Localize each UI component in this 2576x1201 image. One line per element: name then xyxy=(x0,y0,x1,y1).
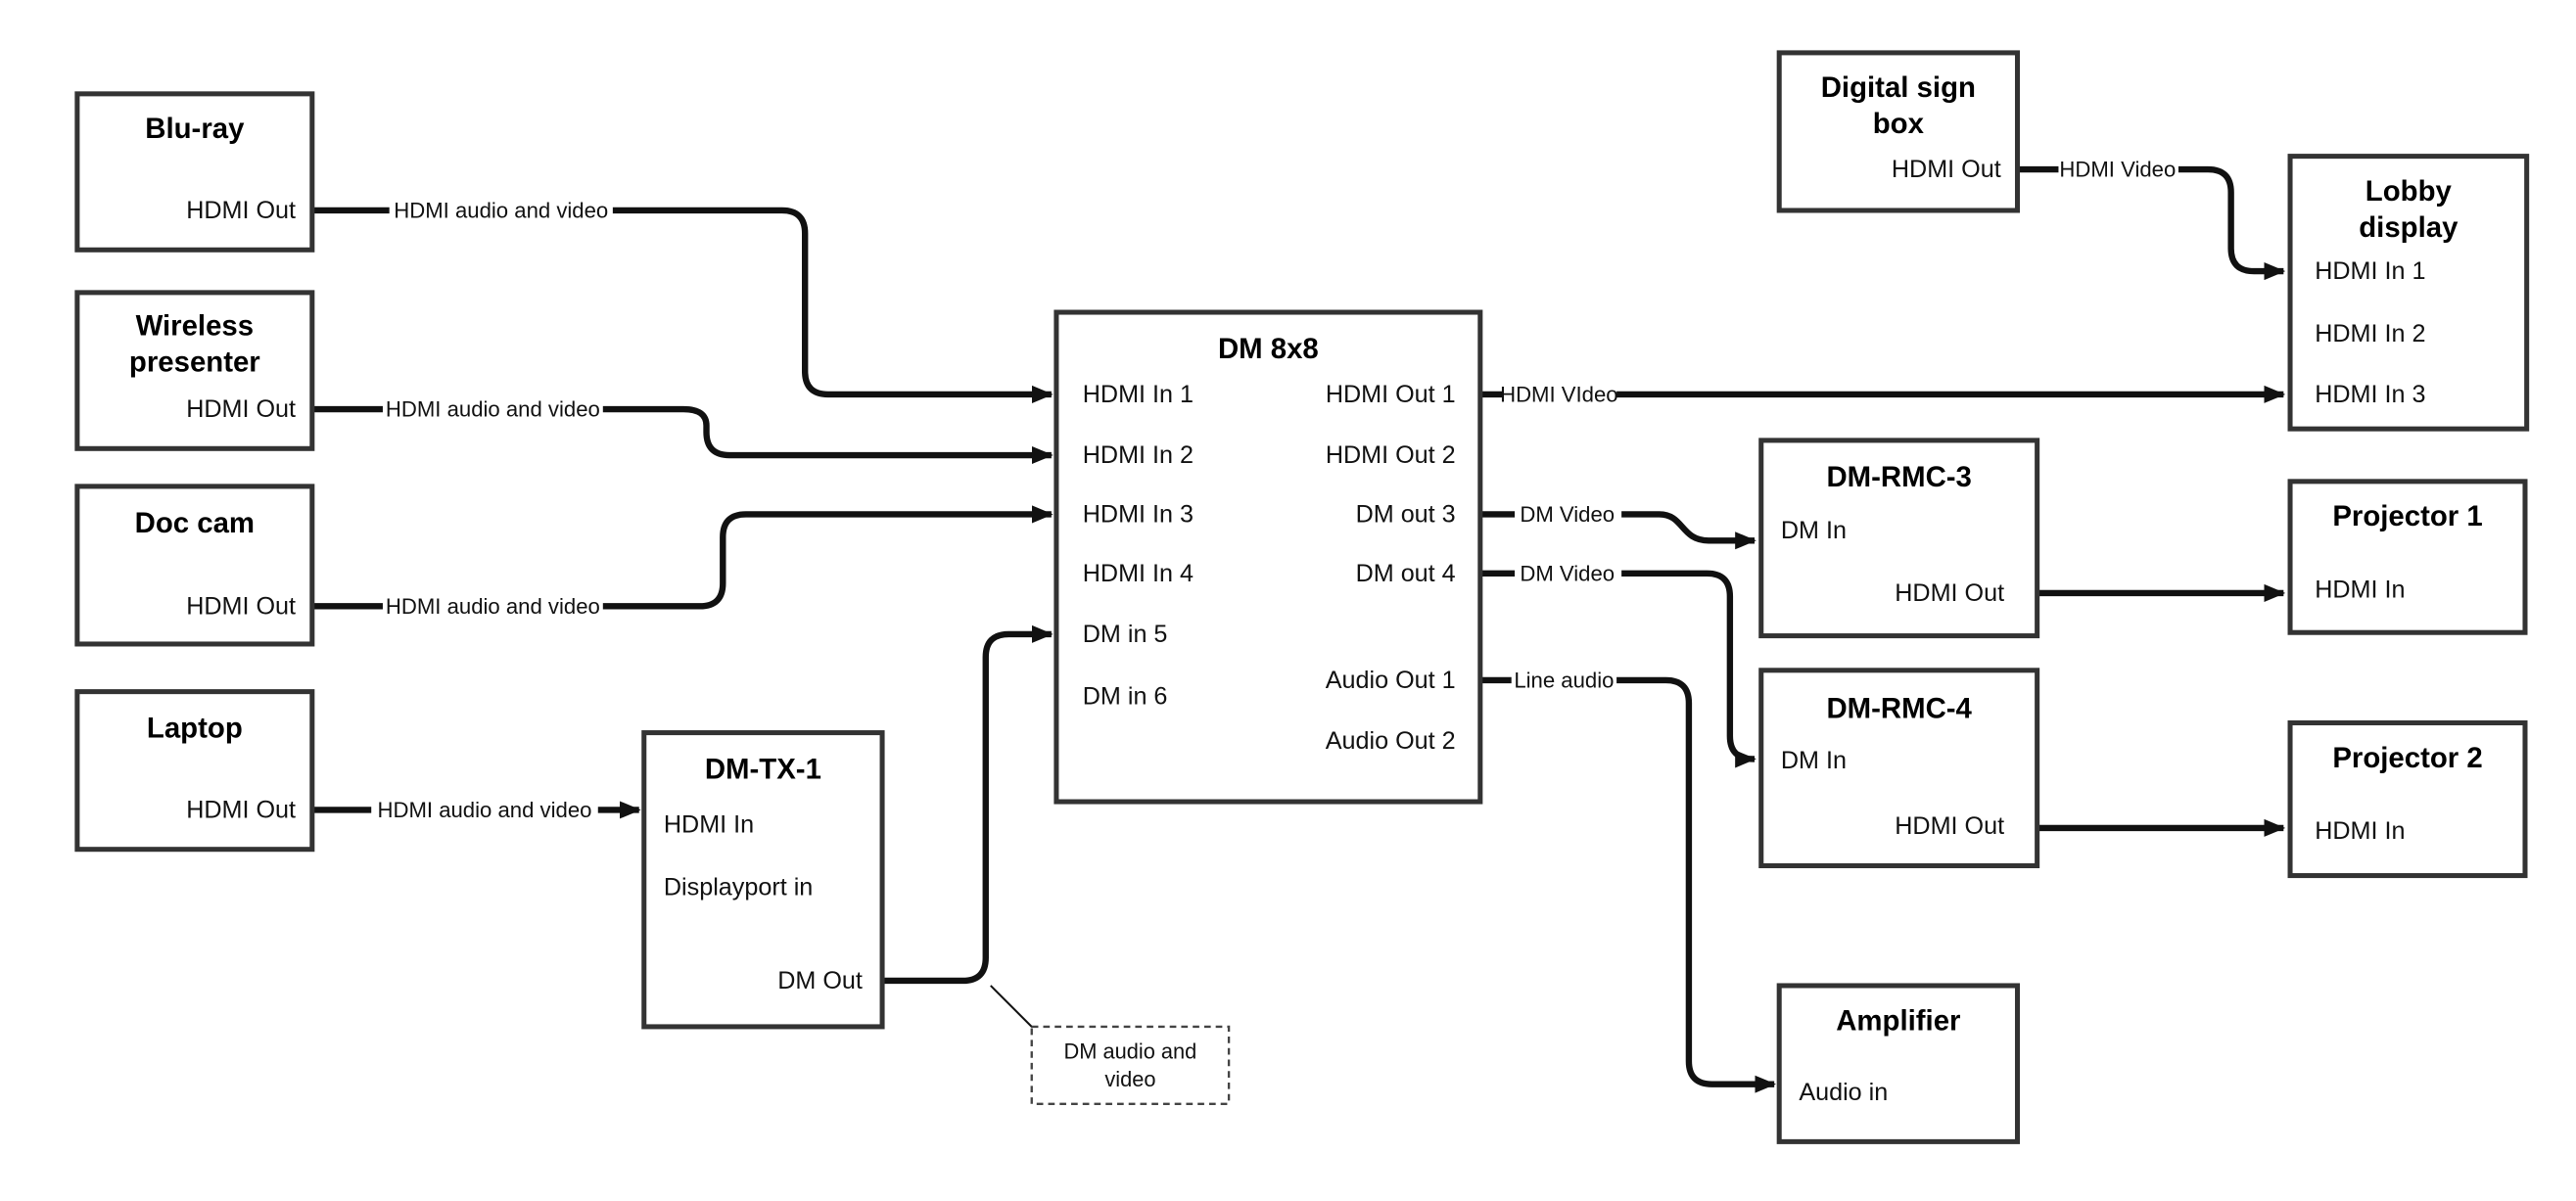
annotation-callout: DM audio and video xyxy=(1030,1025,1231,1105)
wire-dmout3-to-rmc3-seg2 xyxy=(1621,511,1756,550)
amplifier-port-audio-in: Audio in xyxy=(1799,1079,1888,1106)
dm-8x8-port-hdmi-in-4: HDMI In 4 xyxy=(1083,560,1194,587)
node-dm-8x8: DM 8x8 HDMI In 1 HDMI In 2 HDMI In 3 HDM… xyxy=(1054,309,1483,805)
dm-8x8-port-hdmi-out-1: HDMI Out 1 xyxy=(1326,381,1456,408)
doc-cam-box xyxy=(74,484,315,647)
bluray-box xyxy=(74,91,315,253)
dm-tx-1-port-hdmi-in: HDMI In xyxy=(664,811,754,839)
dm-8x8-port-dm-out-4: DM out 4 xyxy=(1356,560,1456,587)
dm-rmc-4-port-hdmi-out: HDMI Out xyxy=(1895,812,2004,840)
lobby-display-title-line1: Lobby xyxy=(2365,175,2453,208)
lobby-display-port-hdmi-in-1: HDMI In 1 xyxy=(2315,257,2425,285)
dm-tx-1-box xyxy=(641,730,885,1030)
wire-label-bluray: HDMI audio and video xyxy=(394,198,608,222)
laptop-box xyxy=(74,689,315,853)
node-amplifier: Amplifier Audio in xyxy=(1776,983,2021,1144)
dm-8x8-port-audio-out-1: Audio Out 1 xyxy=(1326,667,1456,694)
node-bluray: Blu-ray HDMI Out xyxy=(74,91,315,253)
dm-rmc-3-port-hdmi-out: HDMI Out xyxy=(1895,579,2004,607)
dm-rmc-3-port-dm-in: DM In xyxy=(1781,517,1847,544)
wireless-presenter-port-hdmi-out: HDMI Out xyxy=(186,395,296,423)
annotation-text-line1: DM audio and xyxy=(1064,1039,1197,1064)
wire-audioout1-to-amp-seg2 xyxy=(1616,676,1776,1093)
dm-tx-1-port-displayport-in: Displayport in xyxy=(664,873,813,901)
node-wireless-presenter: Wireless presenter HDMI Out xyxy=(74,290,315,451)
wires xyxy=(311,165,2286,1093)
amplifier-box xyxy=(1776,983,2021,1144)
wireless-presenter-title-line2: presenter xyxy=(129,346,260,378)
wire-label-doccam: HDMI audio and video xyxy=(386,594,600,619)
projector-1-title: Projector 1 xyxy=(2332,500,2482,532)
dm-rmc-4-port-dm-in: DM In xyxy=(1781,747,1847,774)
wire-label-dm-out-4: DM Video xyxy=(1520,561,1615,585)
lobby-display-port-hdmi-in-2: HDMI In 2 xyxy=(2315,320,2425,347)
wire-bluray-to-dm8x8-seg2 xyxy=(612,207,1054,403)
wire-label-wireless: HDMI audio and video xyxy=(386,397,600,422)
projector-1-box xyxy=(2287,479,2528,635)
doc-cam-port-hdmi-out: HDMI Out xyxy=(186,592,296,620)
node-dm-tx-1: DM-TX-1 HDMI In Displayport in DM Out xyxy=(641,730,885,1030)
dm-8x8-box xyxy=(1054,309,1483,805)
wireless-presenter-title-line1: Wireless xyxy=(136,310,255,343)
wireless-presenter-box xyxy=(74,290,315,451)
wire-dmtx1-to-dm8x8 xyxy=(882,624,1054,985)
wire-doccam-to-dm8x8-seg2 xyxy=(602,505,1054,610)
wire-wireless-to-dm8x8-seg2 xyxy=(602,405,1054,465)
dm-8x8-title: DM 8x8 xyxy=(1218,333,1319,365)
dm-8x8-port-hdmi-out-2: HDMI Out 2 xyxy=(1326,441,1456,469)
wire-dmout4-to-rmc4-seg2 xyxy=(1621,570,1756,768)
node-dm-rmc-4: DM-RMC-4 DM In HDMI Out xyxy=(1758,668,2040,869)
laptop-title: Laptop xyxy=(147,713,243,745)
annotation-leader-line xyxy=(990,985,1035,1030)
node-lobby-display: Lobby display HDMI In 1 HDMI In 2 HDMI I… xyxy=(2287,154,2530,432)
dm-tx-1-title: DM-TX-1 xyxy=(705,754,821,786)
digital-sign-title-line2: box xyxy=(1873,108,1925,140)
projector-1-port-hdmi-in: HDMI In xyxy=(2315,577,2405,604)
dm-rmc-3-box xyxy=(1758,438,2040,639)
dm-8x8-port-dm-in-6: DM in 6 xyxy=(1083,683,1168,711)
wire-digitalsign-to-lobby-seg2 xyxy=(2178,165,2286,281)
wire-label-audio-out-1: Line audio xyxy=(1514,668,1614,692)
node-projector-2: Projector 2 HDMI In xyxy=(2287,719,2528,879)
wire-label-dm-out-3: DM Video xyxy=(1520,502,1615,527)
wire-labels: HDMI audio and video HDMI audio and vide… xyxy=(378,158,2177,822)
node-laptop: Laptop HDMI Out xyxy=(74,689,315,853)
dm-8x8-port-hdmi-in-1: HDMI In 1 xyxy=(1083,381,1194,408)
lobby-display-title-line2: display xyxy=(2359,211,2459,244)
digital-sign-box xyxy=(1776,50,2021,213)
lobby-display-box xyxy=(2287,154,2530,432)
projector-2-box xyxy=(2287,719,2528,879)
dm-8x8-port-dm-out-3: DM out 3 xyxy=(1356,500,1456,528)
node-doc-cam: Doc cam HDMI Out xyxy=(74,484,315,647)
node-projector-1: Projector 1 HDMI In xyxy=(2287,479,2528,635)
wire-label-digital-sign: HDMI Video xyxy=(2059,158,2176,182)
doc-cam-title: Doc cam xyxy=(135,507,255,539)
annotation-box xyxy=(1030,1025,1231,1105)
lobby-display-port-hdmi-in-3: HDMI In 3 xyxy=(2315,381,2425,408)
amplifier-title: Amplifier xyxy=(1836,1004,1960,1037)
annotation-text-line2: video xyxy=(1104,1067,1155,1091)
dm-8x8-port-dm-in-5: DM in 5 xyxy=(1083,621,1168,648)
digital-sign-port-hdmi-out: HDMI Out xyxy=(1892,156,2001,183)
dm-8x8-port-hdmi-in-2: HDMI In 2 xyxy=(1083,441,1194,469)
dm-rmc-3-title: DM-RMC-3 xyxy=(1826,461,1971,493)
bluray-port-hdmi-out: HDMI Out xyxy=(186,197,296,224)
digital-sign-title-line1: Digital sign xyxy=(1821,71,1976,104)
bluray-title: Blu-ray xyxy=(145,113,245,145)
node-digital-sign-box: Digital sign box HDMI Out xyxy=(1776,50,2021,213)
dm-8x8-port-audio-out-2: Audio Out 2 xyxy=(1326,727,1456,755)
projector-2-title: Projector 2 xyxy=(2332,742,2482,774)
dm-rmc-4-title: DM-RMC-4 xyxy=(1826,692,1972,724)
dm-8x8-port-hdmi-in-3: HDMI In 3 xyxy=(1083,500,1194,528)
node-dm-rmc-3: DM-RMC-3 DM In HDMI Out xyxy=(1758,438,2040,639)
laptop-port-hdmi-out: HDMI Out xyxy=(186,796,296,823)
dm-tx-1-port-dm-out: DM Out xyxy=(777,967,863,994)
projector-2-port-hdmi-in: HDMI In xyxy=(2315,817,2405,845)
dm-rmc-4-box xyxy=(1758,668,2040,869)
wire-label-hdmi-out-1: HDMI VIdeo xyxy=(1500,382,1618,406)
wire-label-laptop: HDMI audio and video xyxy=(378,798,592,822)
